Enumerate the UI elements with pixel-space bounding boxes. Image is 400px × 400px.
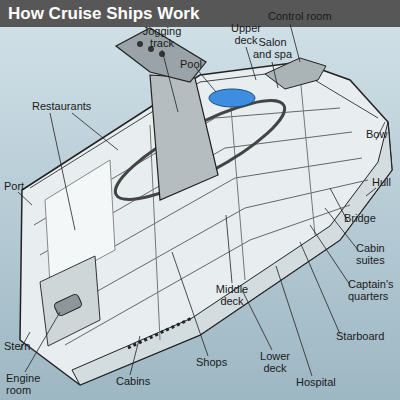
part-label: Middle deck: [212, 283, 252, 307]
leader-line: [162, 50, 178, 112]
leader-line: [50, 113, 75, 230]
leader-line: [366, 188, 376, 196]
title-bar: [0, 0, 400, 27]
leader-line: [310, 225, 350, 285]
bulkhead-line: [300, 75, 315, 235]
part-label: Engine room: [6, 372, 50, 396]
cabin-windows: [128, 318, 192, 348]
leader-line: [300, 242, 340, 334]
part-label: Bridge: [344, 212, 394, 224]
part-label: Jogging track: [138, 25, 186, 49]
part-label: Lower deck: [256, 350, 294, 374]
leader-line: [242, 290, 272, 350]
leader-line: [196, 68, 216, 92]
funnel-light: [159, 51, 165, 57]
part-label: Starboard: [336, 330, 398, 342]
leader-line: [172, 252, 208, 356]
part-label: Hospital: [296, 376, 350, 388]
funnel-light: [137, 41, 143, 47]
part-label: Shops: [196, 356, 236, 368]
part-label: Cabin suites: [356, 242, 398, 266]
part-label: Cabins: [116, 375, 158, 387]
funnel: [150, 75, 218, 200]
part-label: Restaurants: [32, 100, 102, 112]
control-room: [265, 58, 326, 89]
part-label: Captain's quarters: [348, 278, 400, 302]
leader-line: [130, 336, 140, 375]
part-label: Port: [4, 180, 34, 192]
engine: [53, 293, 82, 317]
engine-room: [40, 256, 100, 346]
part-label: Salon and spa: [250, 36, 295, 60]
part-label: Hull: [372, 176, 400, 188]
part-label: Stern: [4, 340, 39, 352]
starboard-side: [72, 122, 392, 385]
part-label: Control room: [268, 10, 348, 22]
leader-line: [72, 113, 118, 150]
leader-line: [272, 62, 278, 88]
leader-line: [18, 192, 32, 205]
part-label: Pool: [180, 58, 210, 70]
leader-line: [226, 215, 232, 283]
diagram-title: How Cruise Ships Work: [8, 4, 199, 24]
bulkhead-line: [230, 95, 245, 280]
part-label: Bow: [366, 128, 398, 140]
